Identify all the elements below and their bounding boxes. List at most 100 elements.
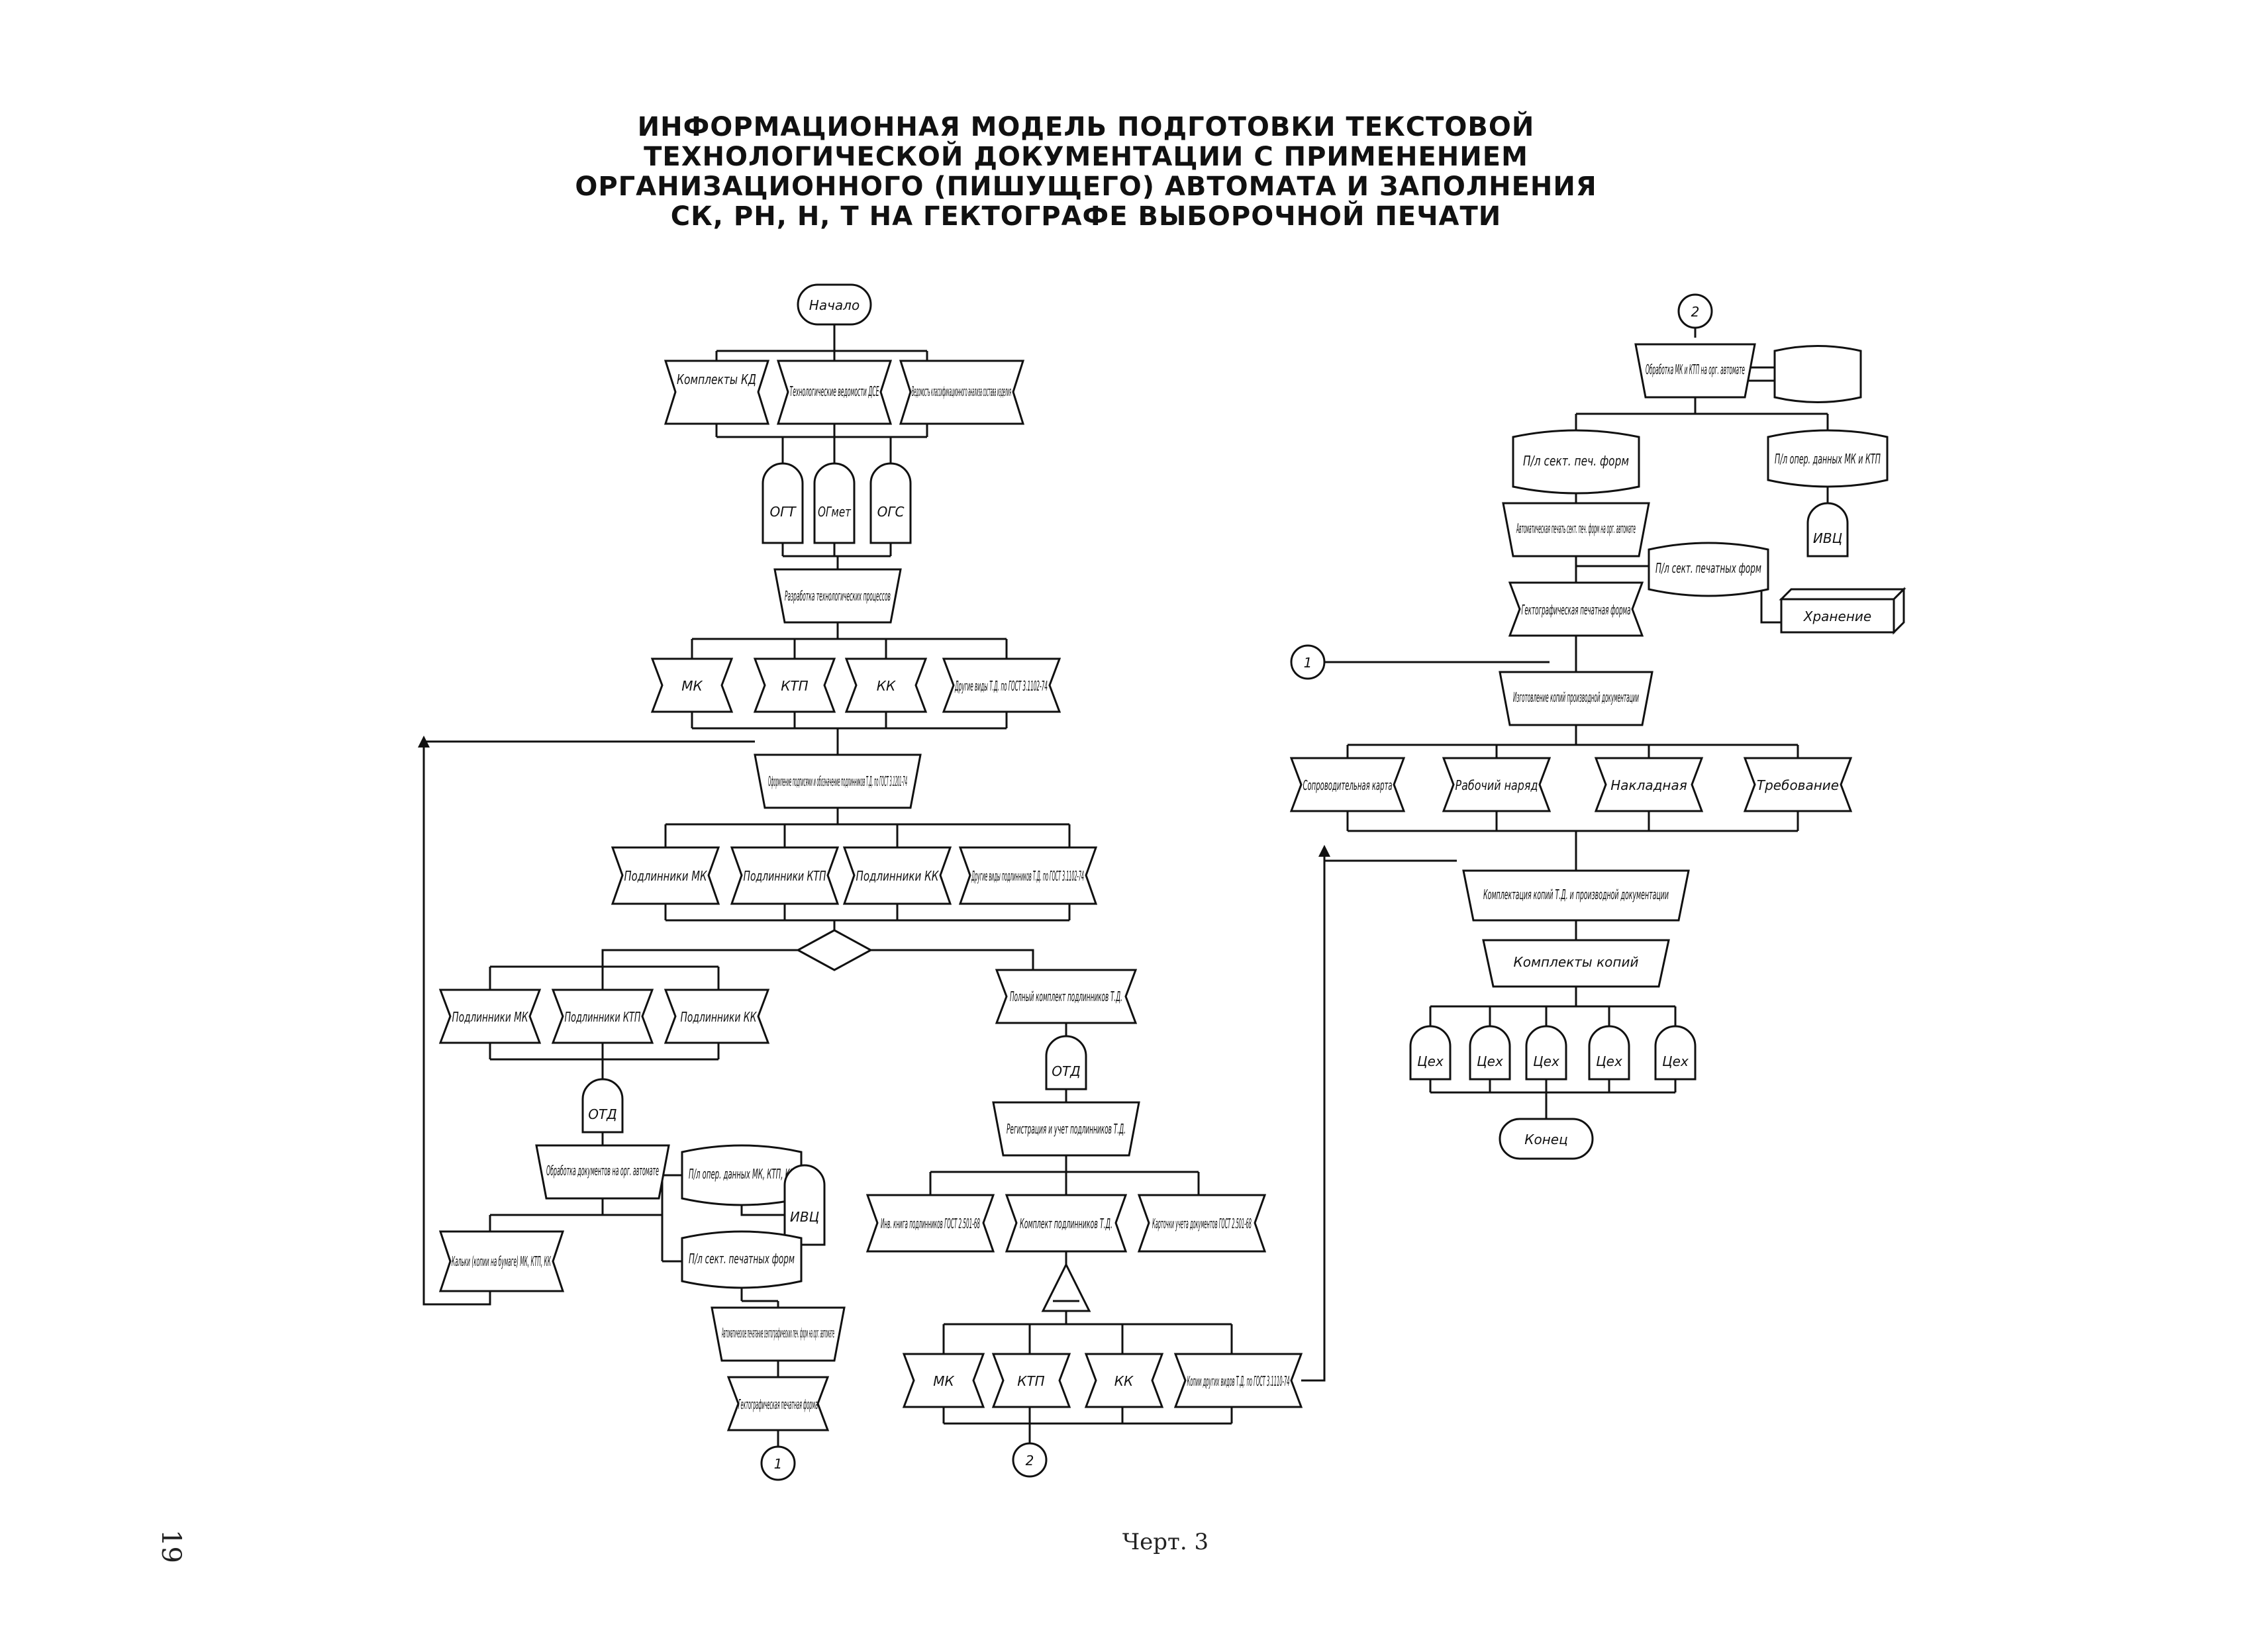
process-auto-print-label: Автоматическое печатание сектографически…	[722, 1325, 834, 1341]
dept-ceh-3-label: Цех	[1533, 1053, 1559, 1069]
doc-kk-3: КК	[1084, 1353, 1164, 1408]
doc-copies-other: Копии других видов Т.Д. по ГОСТ 3.1110-7…	[1173, 1353, 1303, 1408]
process-auto-1-label: Обработка документов на орг. автомате	[546, 1163, 659, 1179]
process-reg-label: Регистрация и учет подлинников Т.Д.	[1007, 1121, 1126, 1137]
doc-orig-ktp-label: Подлинники КТП	[744, 868, 826, 884]
doc-orig-other: Другие виды подлинников Т.Д. по ГОСТ 3.1…	[958, 846, 1098, 905]
connector-2-top-label: 2	[1691, 304, 1700, 320]
tape-pl-sekt-r-label: П/л сект. печ. форм	[1523, 453, 1629, 469]
process-sign: Оформление подписями и обозначение подли…	[754, 753, 922, 809]
tape-pl-sekt-r2-label: П/л сект. печатных форм	[1655, 560, 1761, 576]
connector-1-mid: 1	[1290, 644, 1326, 680]
dept-ceh-3: Цех	[1525, 1025, 1567, 1081]
tape-pl-oper: П/л опер. данных МК, КТП, КК	[681, 1144, 803, 1206]
doc-cards: Карточки учета документов ГОСТ 2.501-68	[1137, 1194, 1267, 1253]
doc-set-orig-label: Комплект подлинников Т.Д.	[1020, 1216, 1112, 1232]
doc-inv-book: Инв. книга подлинников ГОСТ 2.501-68	[865, 1194, 995, 1253]
process-sign-label: Оформление подписями и обозначение подли…	[768, 773, 907, 789]
doc-nakl: Накладная	[1594, 757, 1704, 812]
process-dev-tp-label: Разработка технологических процессов	[785, 588, 891, 604]
connector-1-bottom-label: 1	[774, 1456, 783, 1472]
connector-1-bottom: 1	[760, 1445, 796, 1481]
process-dev-tp: Разработка технологических процессов	[773, 568, 902, 624]
doc-hekto-r-label: Гектографическая печатная форма	[1522, 602, 1631, 618]
doc-orig-kk-2: Подлинники КК	[664, 989, 770, 1044]
dept-otd-2-label: ОТД	[1052, 1063, 1081, 1079]
dept-otd-1-label: ОТД	[588, 1106, 617, 1122]
title: ИНФОРМАЦИОННАЯ МОДЕЛЬ ПОДГОТОВКИ ТЕКСТОВ…	[575, 111, 1597, 232]
connector-2-bottom: 2	[1012, 1442, 1048, 1478]
process-copy-sets-label: Комплекты копий	[1514, 954, 1639, 970]
dept-ceh-5-label: Цех	[1662, 1053, 1689, 1069]
process-auto-1: Обработка документов на орг. автомате	[535, 1144, 670, 1200]
connectors	[418, 324, 1829, 1447]
doc-other-1: Другие виды Т.Д. по ГОСТ 3.1102-74	[942, 657, 1061, 713]
doc-treb-label: Требование	[1757, 777, 1839, 793]
dept-ogs: ОГС	[869, 462, 912, 544]
process-mk-auto: Обработка МК и КТП на орг. автомате	[1634, 343, 1756, 399]
process-copy-sets: Комплекты копий	[1482, 939, 1670, 988]
dept-ivc-2-label: ИВЦ	[1813, 530, 1842, 546]
doc-orig-kk-2-label: Подлинники КК	[681, 1009, 758, 1025]
tape-pl-sekt: П/л сект. печатных форм	[681, 1230, 803, 1289]
end-label: Конец	[1524, 1132, 1567, 1147]
dept-otd-2: ОТД	[1045, 1035, 1087, 1090]
process-make-copies-label: Изготовление копий производной документа…	[1513, 689, 1639, 705]
end-terminal: Конец	[1499, 1118, 1594, 1160]
start-terminal: Начало	[797, 283, 872, 326]
page-number: 19	[156, 1529, 186, 1563]
title-line-3: ОРГАНИЗАЦИОННОГО (ПИШУЩЕГО) АВТОМАТА И З…	[575, 171, 1597, 202]
tape-pl-oper-label: П/л опер. данных МК, КТП, КК	[689, 1166, 795, 1182]
doc-ktp-3-label: КТП	[1017, 1373, 1044, 1389]
dept-ceh-1: Цех	[1409, 1025, 1452, 1081]
process-mk-auto-label: Обработка МК и КТП на орг. автомате	[1646, 362, 1745, 377]
process-auto-print-r-label: Автоматическая печать сект. печ. форм на…	[1516, 520, 1636, 536]
process-complect: Комплектация копий Т.Д. и производной до…	[1462, 869, 1690, 922]
dept-ceh-2: Цех	[1469, 1025, 1511, 1081]
doc-kd: Комплекты КД	[664, 360, 770, 425]
connector-2-bottom-label: 2	[1026, 1453, 1034, 1469]
start-label: Начало	[809, 297, 860, 313]
dept-ceh-5: Цех	[1654, 1025, 1697, 1081]
dept-ogmet-label: ОГмет	[818, 504, 852, 520]
connector-2-top: 2	[1677, 293, 1713, 329]
doc-orig-kk-label: Подлинники КК	[856, 868, 940, 884]
dept-ivc-1-label: ИВЦ	[790, 1209, 819, 1225]
process-reg: Регистрация и учет подлинников Т.Д.	[992, 1101, 1140, 1157]
doc-hekto-form: Гектографическая печатная форма	[726, 1376, 830, 1431]
doc-sopr-label: Сопроводительная карта	[1303, 777, 1393, 793]
dept-ceh-2-label: Цех	[1477, 1053, 1503, 1069]
dept-ceh-1-label: Цех	[1417, 1053, 1444, 1069]
doc-inv-book-label: Инв. книга подлинников ГОСТ 2.501-68	[881, 1216, 980, 1232]
storage-box: Хранение	[1779, 587, 1906, 635]
doc-work-order-label: Рабочий наряд	[1455, 777, 1538, 793]
tape-pl-sekt-r: П/л сект. печ. форм	[1512, 429, 1640, 495]
process-auto-print-r: Автоматическая печать сект. печ. форм на…	[1502, 502, 1650, 557]
doc-work-order: Рабочий наряд	[1442, 757, 1552, 812]
doc-full-set: Полный комплект подлинников Т.Д.	[995, 969, 1138, 1024]
display-tape	[1773, 345, 1862, 403]
storage-triangle	[1041, 1262, 1091, 1312]
process-complect-label: Комплектация копий Т.Д. и производной до…	[1483, 887, 1669, 902]
doc-orig-ktp-2: Подлинники КТП	[551, 989, 654, 1044]
doc-kd-label: Комплекты КД	[677, 371, 756, 387]
process-auto-print: Автоматическое печатание сектографически…	[711, 1306, 846, 1362]
doc-orig-mk-2-label: Подлинники МК	[452, 1009, 529, 1025]
doc-ved-dse-label: Технологические ведомости ДСЕ	[790, 383, 879, 399]
doc-hekto-form-label: Гектографическая печатная форма	[738, 1396, 818, 1412]
doc-nakl-label: Накладная	[1610, 777, 1687, 793]
process-make-copies: Изготовление копий производной документа…	[1499, 671, 1653, 726]
doc-set-orig: Комплект подлинников Т.Д.	[1005, 1194, 1128, 1253]
title-line-4: СК, РН, Н, Т НА ГЕКТОГРАФЕ ВЫБОРОЧНОЙ ПЕ…	[671, 200, 1502, 232]
doc-mk-1-label: МК	[681, 678, 703, 694]
doc-sopr: Сопроводительная карта	[1289, 757, 1406, 812]
doc-mk-3: МК	[902, 1353, 985, 1408]
doc-kk-3-label: КК	[1114, 1373, 1134, 1389]
dept-ogt-label: ОГТ	[769, 504, 797, 520]
doc-ktp-1: КТП	[753, 657, 836, 713]
doc-hekto-r: Гектографическая печатная форма	[1508, 581, 1644, 637]
dept-otd-1: ОТД	[581, 1078, 624, 1134]
doc-ved-dse: Технологические ведомости ДСЕ	[776, 360, 893, 425]
doc-ved-class-label: Ведомость классификационного анализа сос…	[912, 383, 1011, 399]
